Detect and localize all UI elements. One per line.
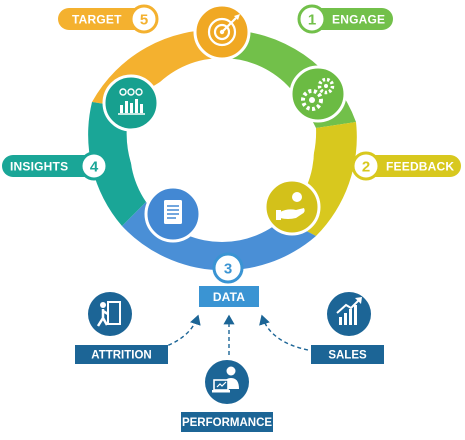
source-sales-label: SALES [328, 350, 367, 362]
growth-chart-icon [336, 297, 362, 325]
source-attrition: ATTRITION [75, 292, 168, 364]
data-flow-arrows [154, 314, 309, 355]
step-engage-number: 1 [308, 12, 316, 29]
step-feedback-label: FEEDBACK [386, 160, 454, 174]
source-attrition-label: ATTRITION [91, 350, 151, 362]
step-feedback: FEEDBACK 2 [351, 151, 461, 181]
step-insights: INSIGHTS 4 [2, 151, 109, 181]
gears-icon [289, 65, 347, 123]
step-feedback-number: 2 [362, 159, 370, 176]
step-insights-label: INSIGHTS [10, 160, 68, 174]
step-data-number: 3 [224, 261, 232, 278]
source-performance-label: PERFORMANCE [182, 417, 272, 429]
feedback-hand-icon [263, 178, 321, 236]
source-performance: PERFORMANCE [181, 360, 273, 432]
computer-user-icon [212, 366, 239, 393]
exit-door-icon [96, 301, 121, 327]
cycle-ring [88, 29, 357, 271]
step-data-label: DATA [213, 290, 245, 304]
target-icon [193, 3, 251, 61]
step-data: 3 DATA [199, 252, 259, 307]
arrow-attrition-to-data [154, 314, 201, 351]
ring-segment-insights [88, 102, 150, 226]
step-insights-number: 4 [90, 159, 99, 176]
document-icon [144, 185, 202, 243]
step-engage: ENGAGE 1 [297, 4, 393, 34]
step-target-number: 5 [140, 12, 148, 29]
step-target: TARGET 5 [58, 4, 159, 34]
arrow-sales-to-data [259, 314, 309, 351]
analytics-dashboard-icon [102, 74, 160, 132]
source-sales: SALES [311, 292, 384, 364]
step-engage-label: ENGAGE [332, 13, 385, 27]
step-target-label: TARGET [72, 13, 122, 27]
